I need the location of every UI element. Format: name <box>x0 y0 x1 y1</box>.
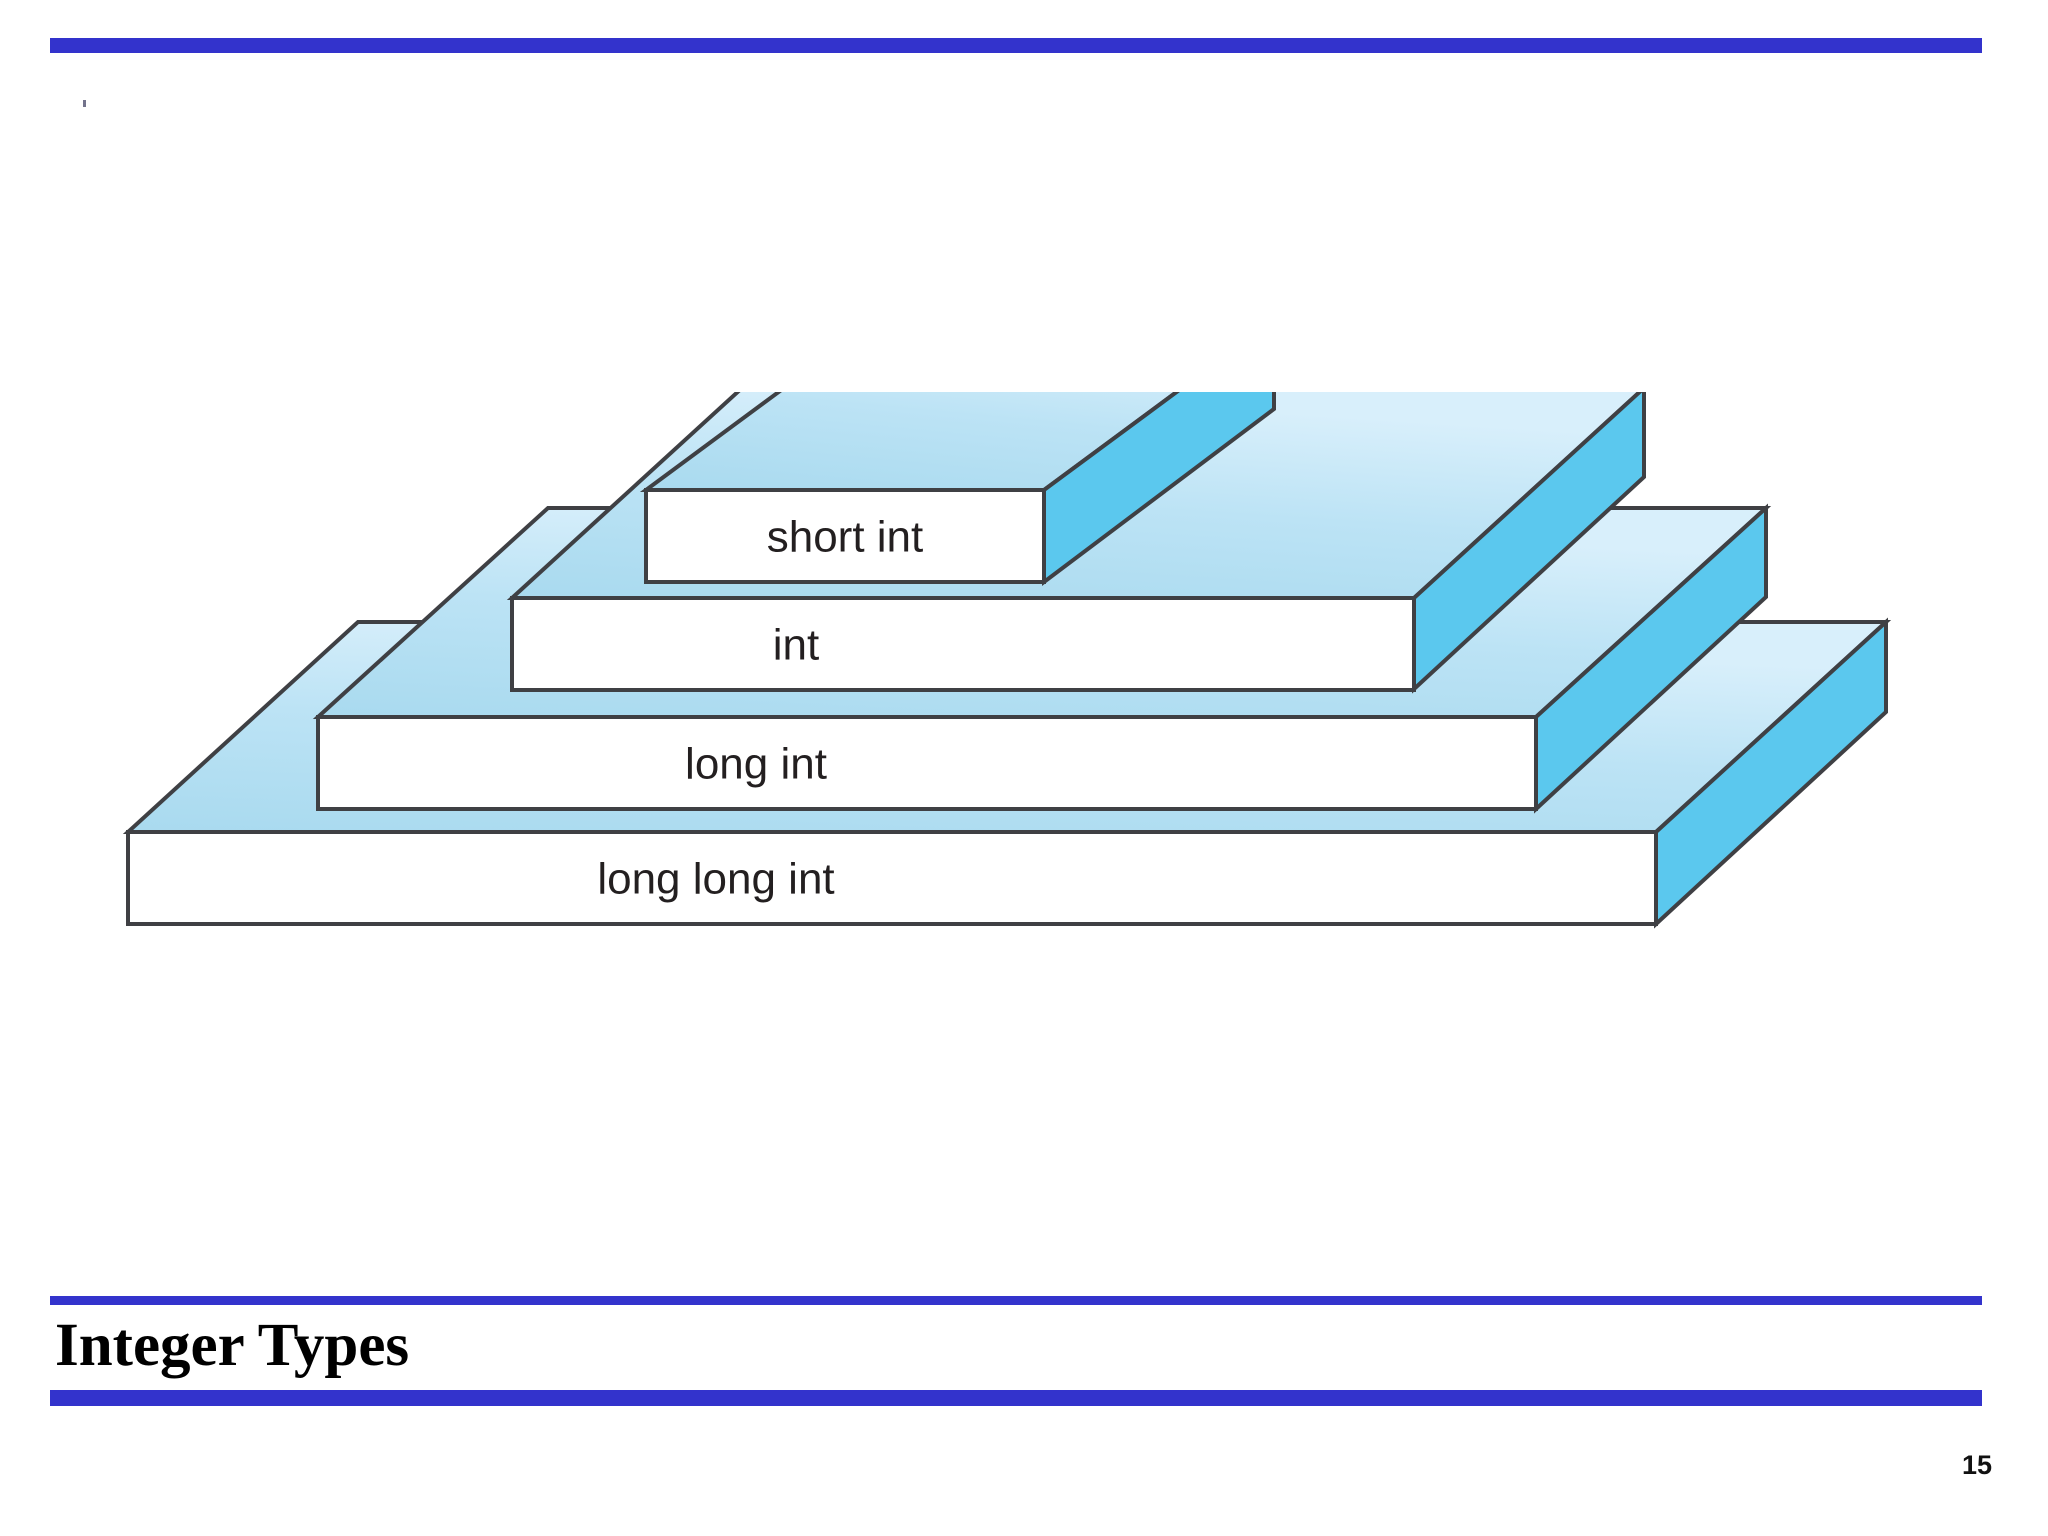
integer-types-diagram: short int int long int long long int <box>96 392 1916 952</box>
title-accent-rule-bottom <box>50 1390 1982 1406</box>
slab-3-front-face <box>316 715 1538 811</box>
slab-label-short-int: short int <box>767 513 924 562</box>
slab-1-front-face <box>644 488 1046 584</box>
slab-short-int <box>639 392 1276 587</box>
page-number: 15 <box>1961 1450 1992 1480</box>
slab-label-long-long-int: long long int <box>597 855 834 904</box>
slab-label-long-int: long int <box>685 740 827 789</box>
title-accent-rule-top <box>50 1296 1982 1305</box>
slab-2-front-face <box>510 596 1416 692</box>
page-title: Integer Types <box>55 1312 410 1379</box>
stray-mark <box>83 100 86 107</box>
top-accent-rule <box>50 38 1982 53</box>
slab-4-front-face <box>126 830 1658 926</box>
slab-label-int: int <box>773 621 819 670</box>
